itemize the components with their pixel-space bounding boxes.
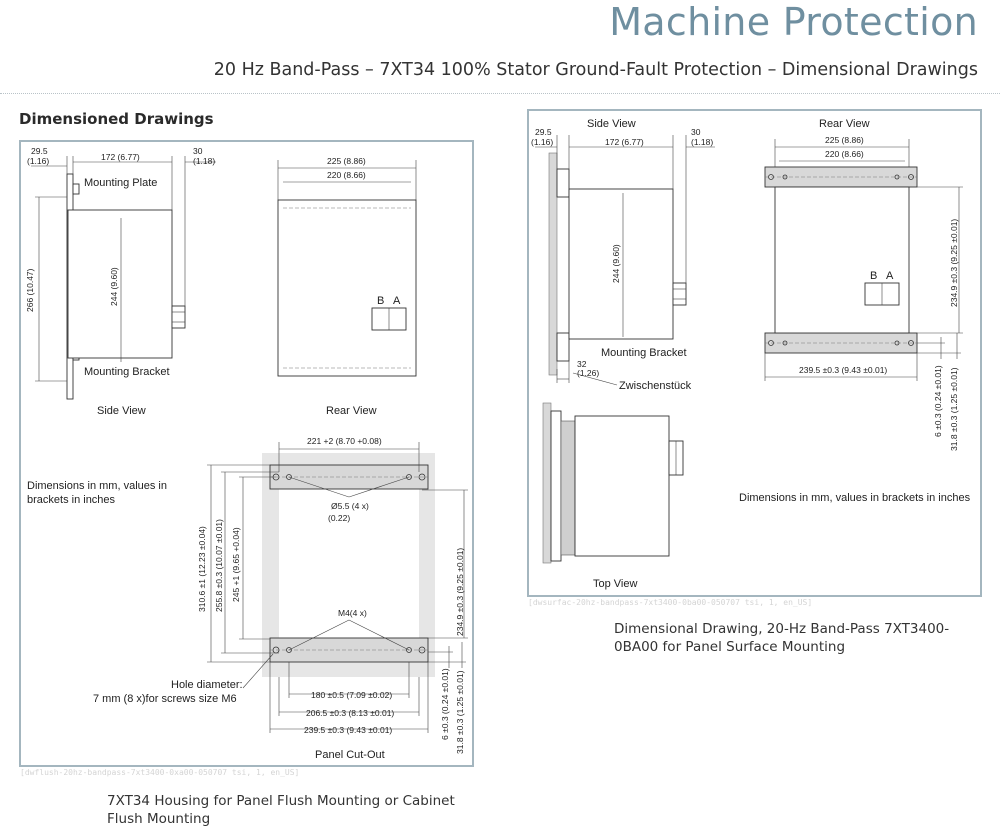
dim-side-right-c-in: (1.18): [691, 137, 713, 147]
dimensions-note-right: Dimensions in mm, values in brackets in …: [739, 492, 971, 504]
rear-housing-left: [277, 199, 417, 377]
mounting-bracket-label-left: Mounting Bracket: [84, 366, 170, 378]
dim-side-left-height-outer: 266 (10.47): [25, 268, 35, 312]
hole-top-label: Ø5.5 (4 x): [331, 501, 369, 511]
dim-rear-right-v2: 6 ±0.3 (0.24 ±0.01): [933, 365, 943, 437]
hole-top-right: [418, 473, 426, 481]
spacer-label: Zwischenstück: [619, 380, 692, 392]
dim-cutout-v1: 310.6 ±1 (12.23 ±0.04): [197, 526, 207, 612]
dim-cutout-v6: 31.8 ±0.3 (1.25 ±0.01): [455, 670, 465, 754]
section-heading: Dimensioned Drawings: [19, 110, 214, 128]
dim-side-right-a-in: (1.16): [531, 137, 553, 147]
dim-cutout-v3: 245 +1 (9.65 +0.04): [231, 527, 241, 602]
terminal-a-right: A: [886, 270, 894, 282]
dim-rear-left-inner: 220 (8.66): [327, 170, 366, 180]
dim-cutout-v4: 234.9 ±0.3 (9.25 ±0.01): [455, 548, 465, 636]
drawing-ref-right: [dwsurfac-20hz-bandpass-7xt3400-0ba00-05…: [528, 598, 813, 607]
rear-view-label-right: Rear View: [819, 118, 870, 130]
dim-side-right-c: 30: [691, 127, 701, 137]
dim-cutout-top: 221 +2 (8.70 +0.08): [307, 436, 382, 446]
thread-label: M4(4 x): [338, 608, 367, 618]
side-view-right: 29.5 (1.16) 172 (6.77) 30 (1.18) 244 (9.…: [531, 118, 715, 392]
flush-mounting-drawing: 29.5 (1.16) 172 (6.77) 30 (1.18) 266 (10…: [19, 140, 474, 767]
caption-left: 7XT34 Housing for Panel Flush Mounting o…: [107, 793, 455, 827]
wall-shape: [548, 152, 558, 376]
rear-view-right: Rear View 225 (8.86) 220 (8.66) B A 239.…: [764, 118, 963, 451]
side-view-label-left: Side View: [97, 405, 146, 417]
terminal-a-left: A: [393, 295, 401, 307]
dim-rear-right-v1: 234.9 ±0.3 (9.25 ±0.01): [949, 219, 959, 307]
rear-connector-shape: [171, 305, 186, 329]
page-subtitle: 20 Hz Band-Pass – 7XT34 100% Stator Grou…: [213, 60, 978, 80]
header-divider: [0, 93, 1000, 94]
panel-cutout-label: Panel Cut-Out: [315, 749, 385, 761]
dim-rear-left-outer: 225 (8.86): [327, 156, 366, 166]
dim-cutout-b3: 239.5 ±0.3 (9.43 ±0.01): [304, 725, 392, 735]
dim-cutout-b1: 180 ±0.5 (7.09 ±0.02): [311, 690, 392, 700]
dim-rear-right-outer: 225 (8.86): [825, 135, 864, 145]
dim-spacer-right: 32: [577, 359, 587, 369]
lower-bracket-right: [556, 332, 570, 362]
dim-rear-right-inner: 220 (8.66): [825, 149, 864, 159]
dim-side-left-a: 29.5: [31, 146, 48, 156]
rear-connector-right: [672, 282, 687, 306]
housing-side-right: [568, 188, 674, 340]
dim-side-left-height-inner: 244 (9.60): [109, 267, 119, 306]
dim-rear-right-v3: 31.8 ±0.3 (1.25 ±0.01): [949, 367, 959, 451]
caption-right: Dimensional Drawing, 20-Hz Band-Pass 7XT…: [614, 621, 950, 655]
hole-top-label-in: (0.22): [328, 513, 350, 523]
panel-cutout: 221 +2 (8.70 +0.08) Ø5.5 (4 x) (0.22) M4…: [93, 436, 468, 761]
housing-side-shape: [67, 209, 173, 359]
dim-rear-right-bottom: 239.5 ±0.3 (9.43 ±0.01): [799, 365, 887, 375]
hole-diameter-label: Hole diameter:: [171, 679, 243, 691]
dim-cutout-b2: 206.5 ±0.3 (8.13 ±0.01): [306, 708, 394, 718]
page-title: Machine Protection: [609, 0, 978, 44]
dim-side-right-b: 172 (6.77): [605, 137, 644, 147]
dim-side-right-a: 29.5: [535, 127, 552, 137]
dim-spacer-right-in: (1.26): [577, 368, 599, 378]
top-view-label: Top View: [593, 578, 637, 590]
rear-view-label-left: Rear View: [326, 405, 377, 417]
upper-bracket-right: [556, 168, 570, 198]
surface-mounting-svg: 29.5 (1.16) 172 (6.77) 30 (1.18) 244 (9.…: [531, 118, 971, 590]
dim-side-right-height: 244 (9.60): [611, 244, 621, 283]
top-view-housing: [574, 415, 670, 557]
side-view-left: 29.5 (1.16) 172 (6.77) 30 (1.18) 266 (10…: [25, 146, 216, 417]
rear-view-left: 225 (8.86) 220 (8.66) B A Rear View: [277, 156, 417, 417]
hole-screw-label: 7 mm (8 x)for screws size M6: [93, 693, 237, 705]
dim-side-left-b: 172 (6.77): [101, 152, 140, 162]
top-view-right: Top View: [542, 402, 684, 590]
mounting-plate-label: Mounting Plate: [84, 177, 157, 189]
dim-cutout-v2: 255.8 ±0.3 (10.07 ±0.01): [214, 519, 224, 612]
dim-side-left-c: 30: [193, 146, 203, 156]
rear-housing-right: [774, 186, 910, 334]
dim-cutout-v5: 6 ±0.3 (0.24 ±0.01): [440, 668, 450, 740]
hole-bottom-right: [418, 646, 426, 654]
terminal-b-left: B: [377, 295, 384, 307]
drawing-ref-left: [dwflush-20hz-bandpass-7xt3400-0xa00-050…: [20, 768, 300, 777]
dim-side-left-a-in: (1.16): [27, 156, 49, 166]
flush-mounting-svg: 29.5 (1.16) 172 (6.77) 30 (1.18) 266 (10…: [25, 146, 468, 761]
mounting-bracket-label-right: Mounting Bracket: [601, 347, 687, 359]
terminal-b-right: B: [870, 270, 877, 282]
dim-side-left-c-in: (1.18): [193, 156, 215, 166]
top-view-rail: [550, 410, 562, 562]
side-view-label-right: Side View: [587, 118, 636, 130]
surface-mounting-drawing: 29.5 (1.16) 172 (6.77) 30 (1.18) 244 (9.…: [527, 109, 982, 597]
upper-clamp-shape: [72, 183, 80, 195]
